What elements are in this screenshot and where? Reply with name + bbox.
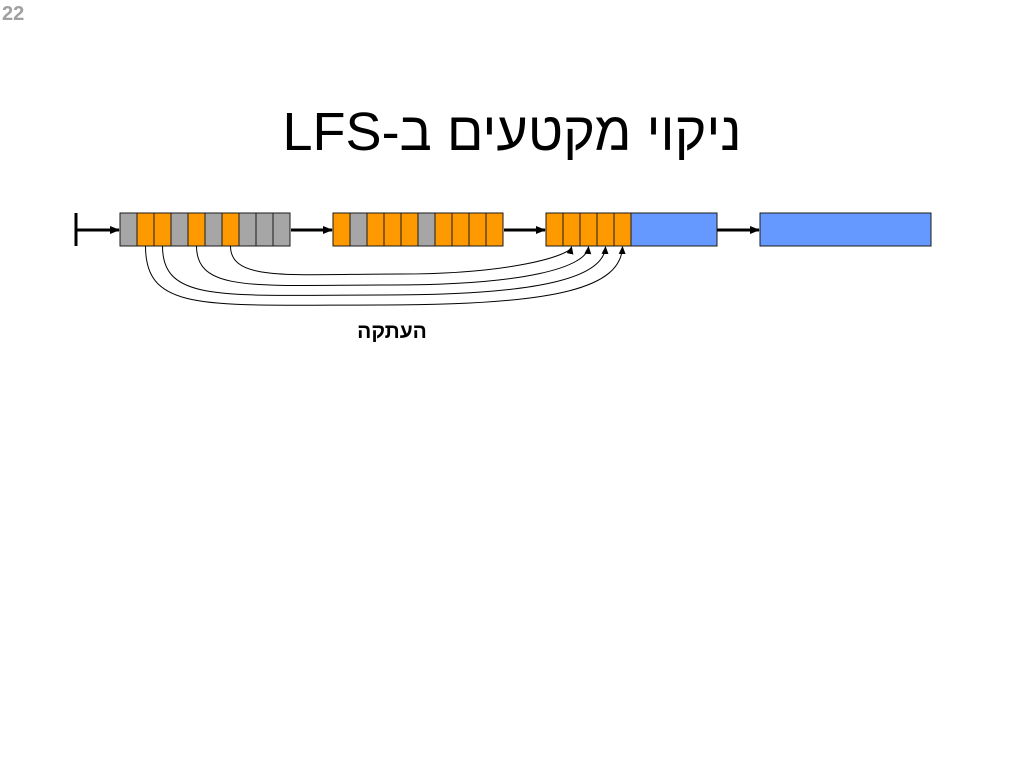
live-block xyxy=(545,212,564,247)
slide-title: ניקוי מקטעים ב-LFS xyxy=(282,102,742,162)
copy-label: העתקה xyxy=(357,320,427,343)
live-block xyxy=(579,212,598,247)
dead-block xyxy=(255,212,274,247)
dead-block xyxy=(238,212,257,247)
live-block xyxy=(221,212,240,247)
live-block xyxy=(400,212,419,247)
dead-block xyxy=(417,212,436,247)
copy-arc xyxy=(196,245,592,287)
segment-1 xyxy=(119,212,291,247)
live-block xyxy=(613,212,632,247)
live-block xyxy=(153,212,172,247)
live-block xyxy=(187,212,206,247)
copy-arrows xyxy=(145,245,626,306)
free-space xyxy=(759,212,932,247)
dead-block xyxy=(349,212,368,247)
live-block xyxy=(562,212,581,247)
live-block xyxy=(366,212,385,247)
copy-arc xyxy=(162,245,609,296)
dead-block xyxy=(119,212,138,247)
live-block xyxy=(332,212,351,247)
segment-2 xyxy=(332,212,504,247)
segment-3 xyxy=(545,212,718,247)
dead-block xyxy=(170,212,189,247)
segment-log xyxy=(74,212,932,247)
live-block xyxy=(434,212,453,247)
live-block xyxy=(596,212,615,247)
dead-block xyxy=(272,212,291,247)
live-block xyxy=(451,212,470,247)
copy-arc xyxy=(145,245,626,306)
live-block xyxy=(136,212,155,247)
dead-block xyxy=(204,212,223,247)
live-block xyxy=(485,212,504,247)
slide-number: 22 xyxy=(2,3,25,25)
live-block xyxy=(468,212,487,247)
copy-arc xyxy=(230,245,574,276)
segment-4 xyxy=(759,212,932,247)
live-block xyxy=(383,212,402,247)
